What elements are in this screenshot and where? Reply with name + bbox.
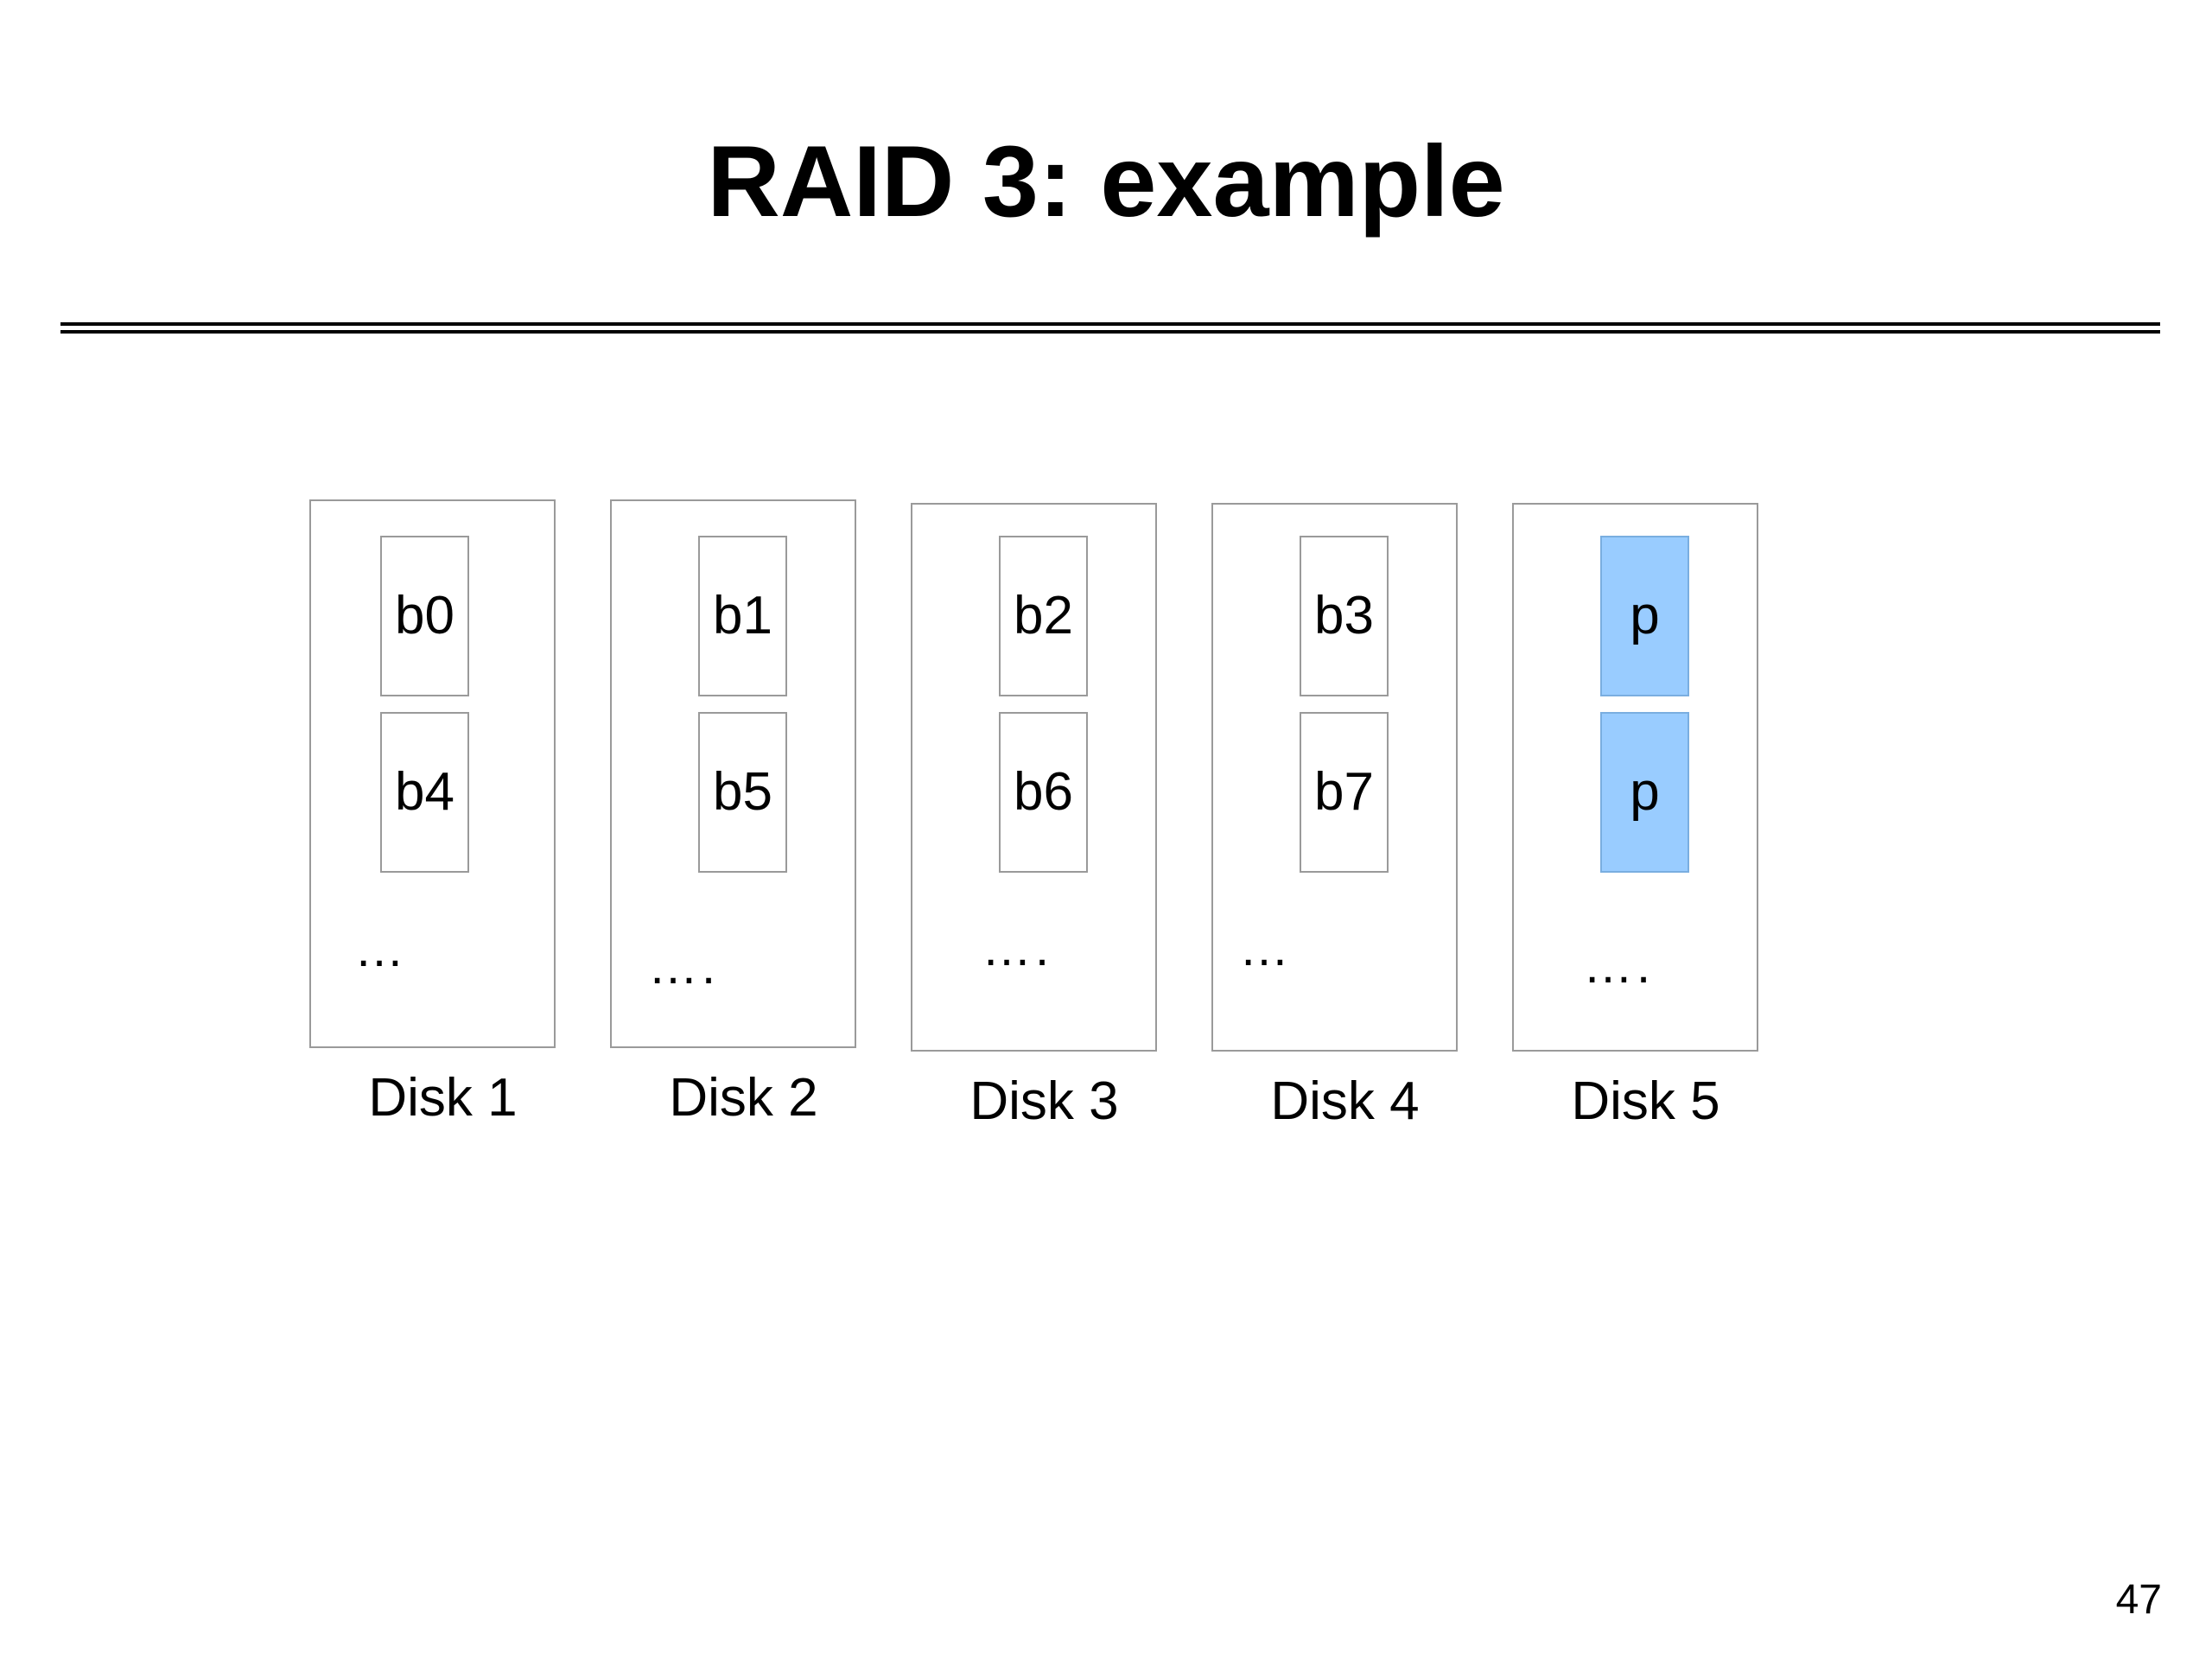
disk-2: b1 b5 …. [610, 499, 856, 1048]
disk-4-block-2: b7 [1300, 712, 1389, 873]
disk-3: b2 b6 …. [911, 503, 1157, 1052]
disk-5-parity-block-1: p [1600, 536, 1689, 696]
disk-2-block-1: b1 [698, 536, 787, 696]
slide-title: RAID 3: example [707, 124, 1505, 238]
disk-2-label: Disk 2 [669, 1068, 818, 1128]
page-number: 47 [2115, 1577, 2162, 1623]
disk-3-block-1: b2 [999, 536, 1088, 696]
disk-5-label: Disk 5 [1571, 1071, 1720, 1131]
disk-5: p p …. [1512, 503, 1758, 1052]
disk-3-ellipsis: …. [982, 920, 1053, 976]
title-rule-top [60, 322, 2160, 326]
title-rule-bottom [60, 330, 2160, 334]
disk-1-block-1: b0 [380, 536, 469, 696]
disk-4-ellipsis: … [1239, 920, 1293, 976]
disk-3-label: Disk 3 [969, 1071, 1119, 1131]
disk-4-block-1: b3 [1300, 536, 1389, 696]
disk-1-ellipsis: … [354, 921, 408, 977]
disk-5-parity-block-2: p [1600, 712, 1689, 873]
disk-2-block-2: b5 [698, 712, 787, 873]
disk-3-block-2: b6 [999, 712, 1088, 873]
disk-1-block-2: b4 [380, 712, 469, 873]
disk-2-ellipsis: …. [648, 938, 720, 995]
disk-4-label: Disk 4 [1270, 1071, 1420, 1131]
disk-1-label: Disk 1 [368, 1068, 518, 1128]
disk-1: b0 b4 … [309, 499, 556, 1048]
disk-4: b3 b7 … [1211, 503, 1458, 1052]
disk-5-ellipsis: …. [1583, 938, 1655, 994]
